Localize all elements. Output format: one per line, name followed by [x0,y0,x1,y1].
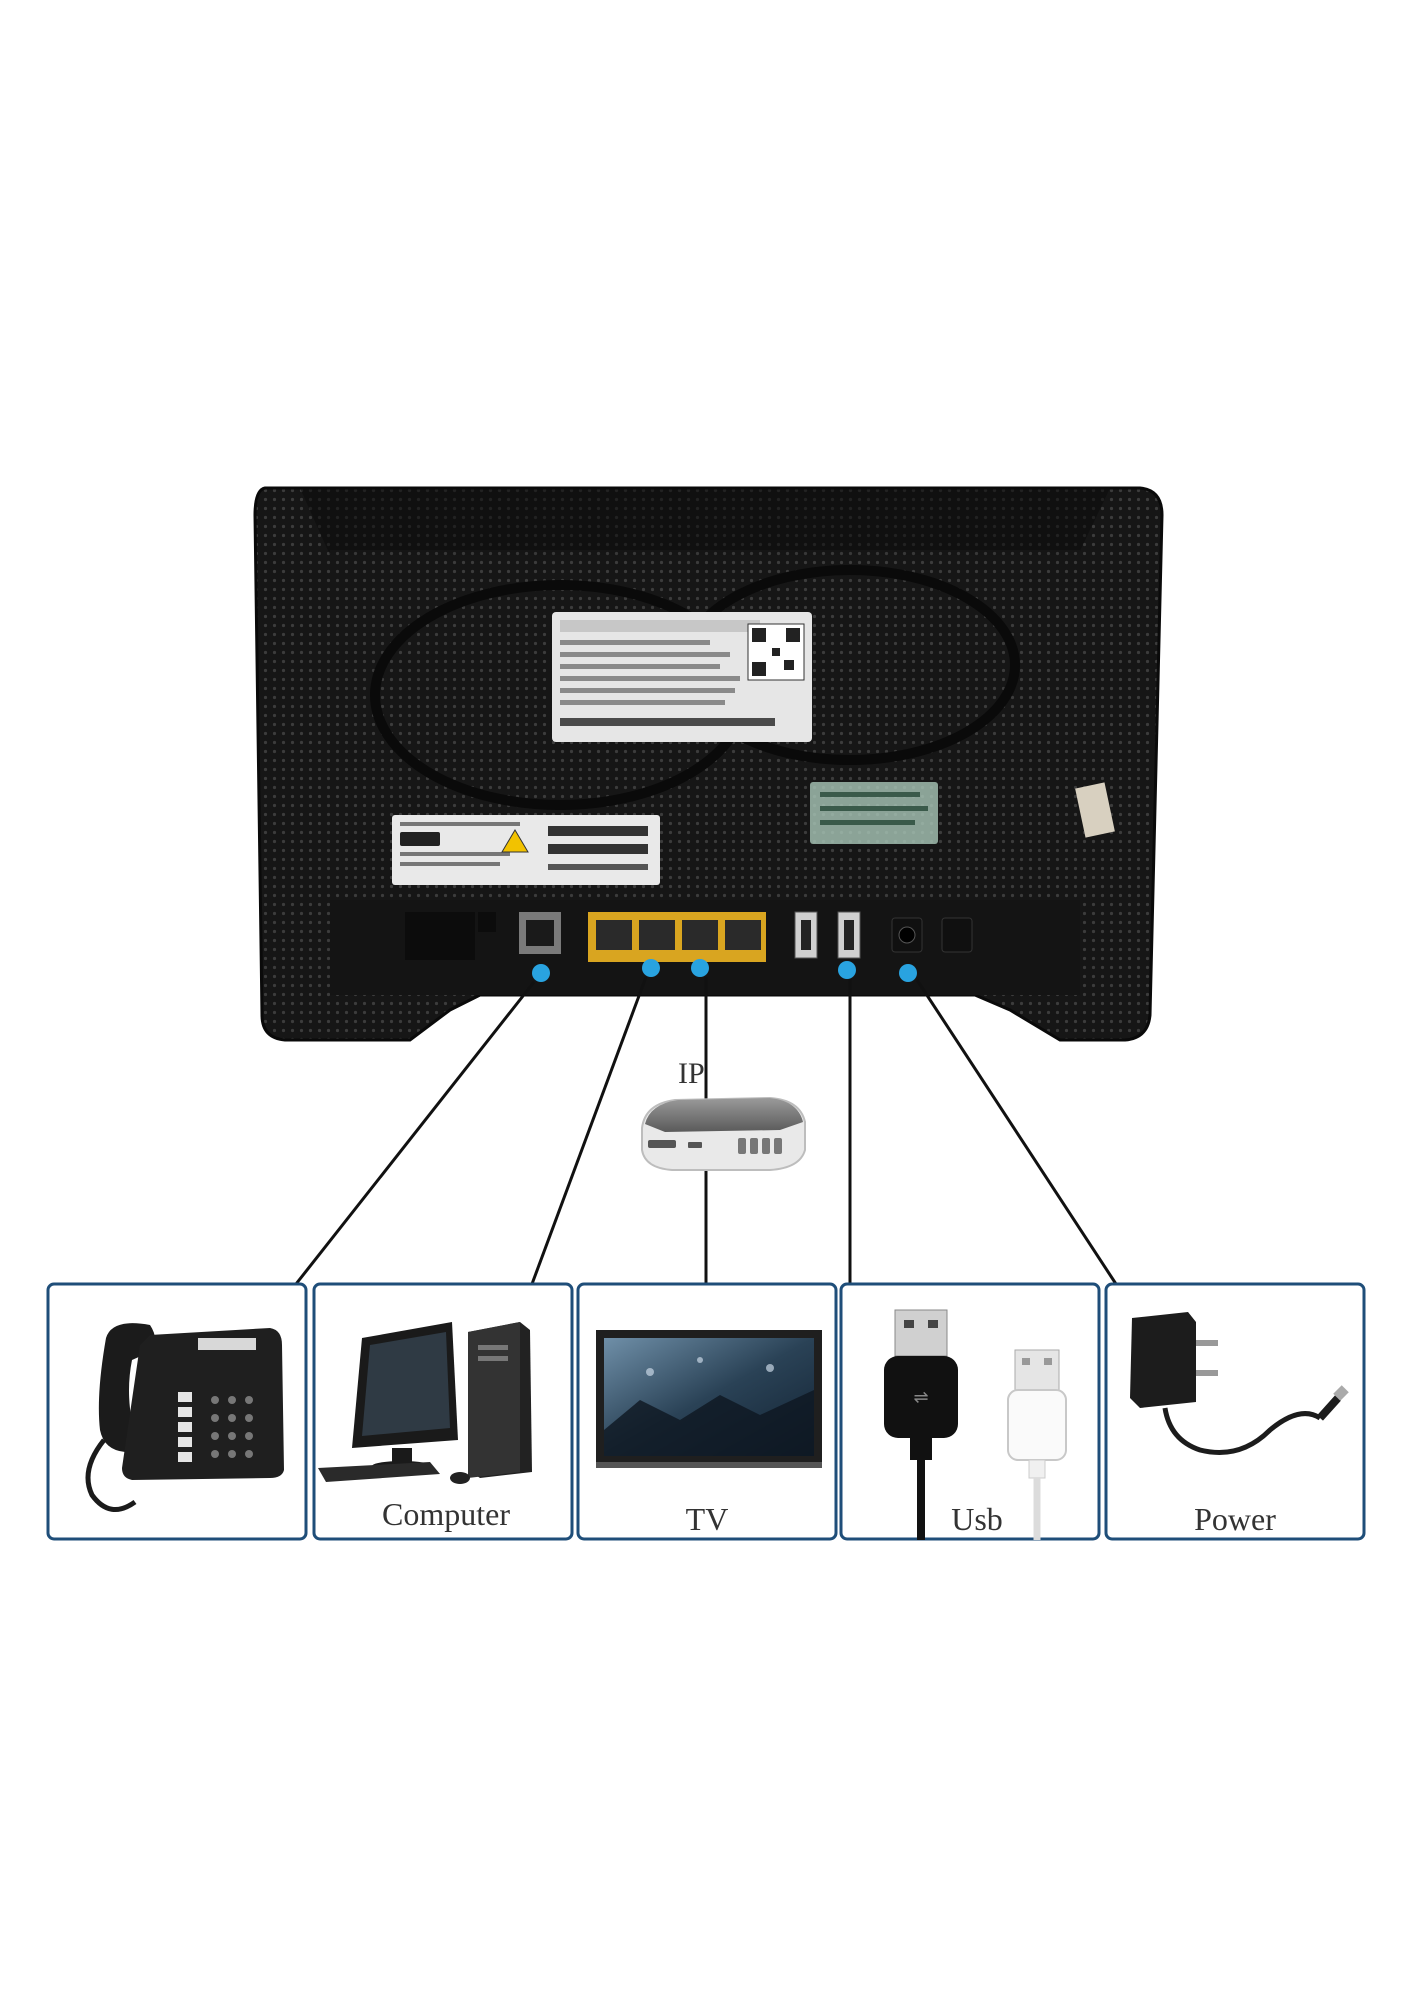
television-icon [596,1330,822,1468]
port-marker [899,964,917,982]
device-label: Computer [382,1496,510,1532]
power-switch [941,917,973,953]
line-power [915,979,1118,1285]
device-box-power: Power [1104,1282,1366,1541]
line-phone [294,981,536,1285]
lan-port-4 [725,920,761,950]
lan-port-block [588,912,766,962]
port-marker [532,964,550,982]
line-computer [530,976,648,1285]
ip-label: IP [678,1057,705,1090]
lan-port-3 [682,920,718,950]
telephone-icon [85,1323,284,1512]
wps-buttons [405,912,496,960]
serial-sticker [810,782,938,844]
lan-port-2 [639,920,675,950]
usb-cable-icon: ⇌ [884,1309,1067,1540]
device-label: Usb [951,1501,1003,1537]
device-box-tv: TV [576,1282,838,1541]
phone-port [519,912,561,954]
connector-lines [294,976,1118,1285]
port-marker [838,961,856,979]
certification-label [392,815,660,885]
device-box-usb: ⇌ Usb [839,1282,1101,1541]
product-label [552,612,812,742]
device-box-phone [46,1282,308,1541]
router-rear-panel [253,486,1164,1042]
side-sticker [1075,782,1115,838]
port-marker [642,959,660,977]
svg-text:⇌: ⇌ [913,1387,928,1408]
ip-set-top-box-icon [641,1096,806,1171]
power-adapter-icon [1130,1312,1349,1455]
desktop-computer-icon [318,1322,532,1484]
lan-port-1 [596,920,632,950]
device-label: Power [1194,1501,1276,1537]
device-box-computer: Computer [312,1282,574,1541]
port-marker [691,959,709,977]
device-label: TV [686,1501,729,1537]
